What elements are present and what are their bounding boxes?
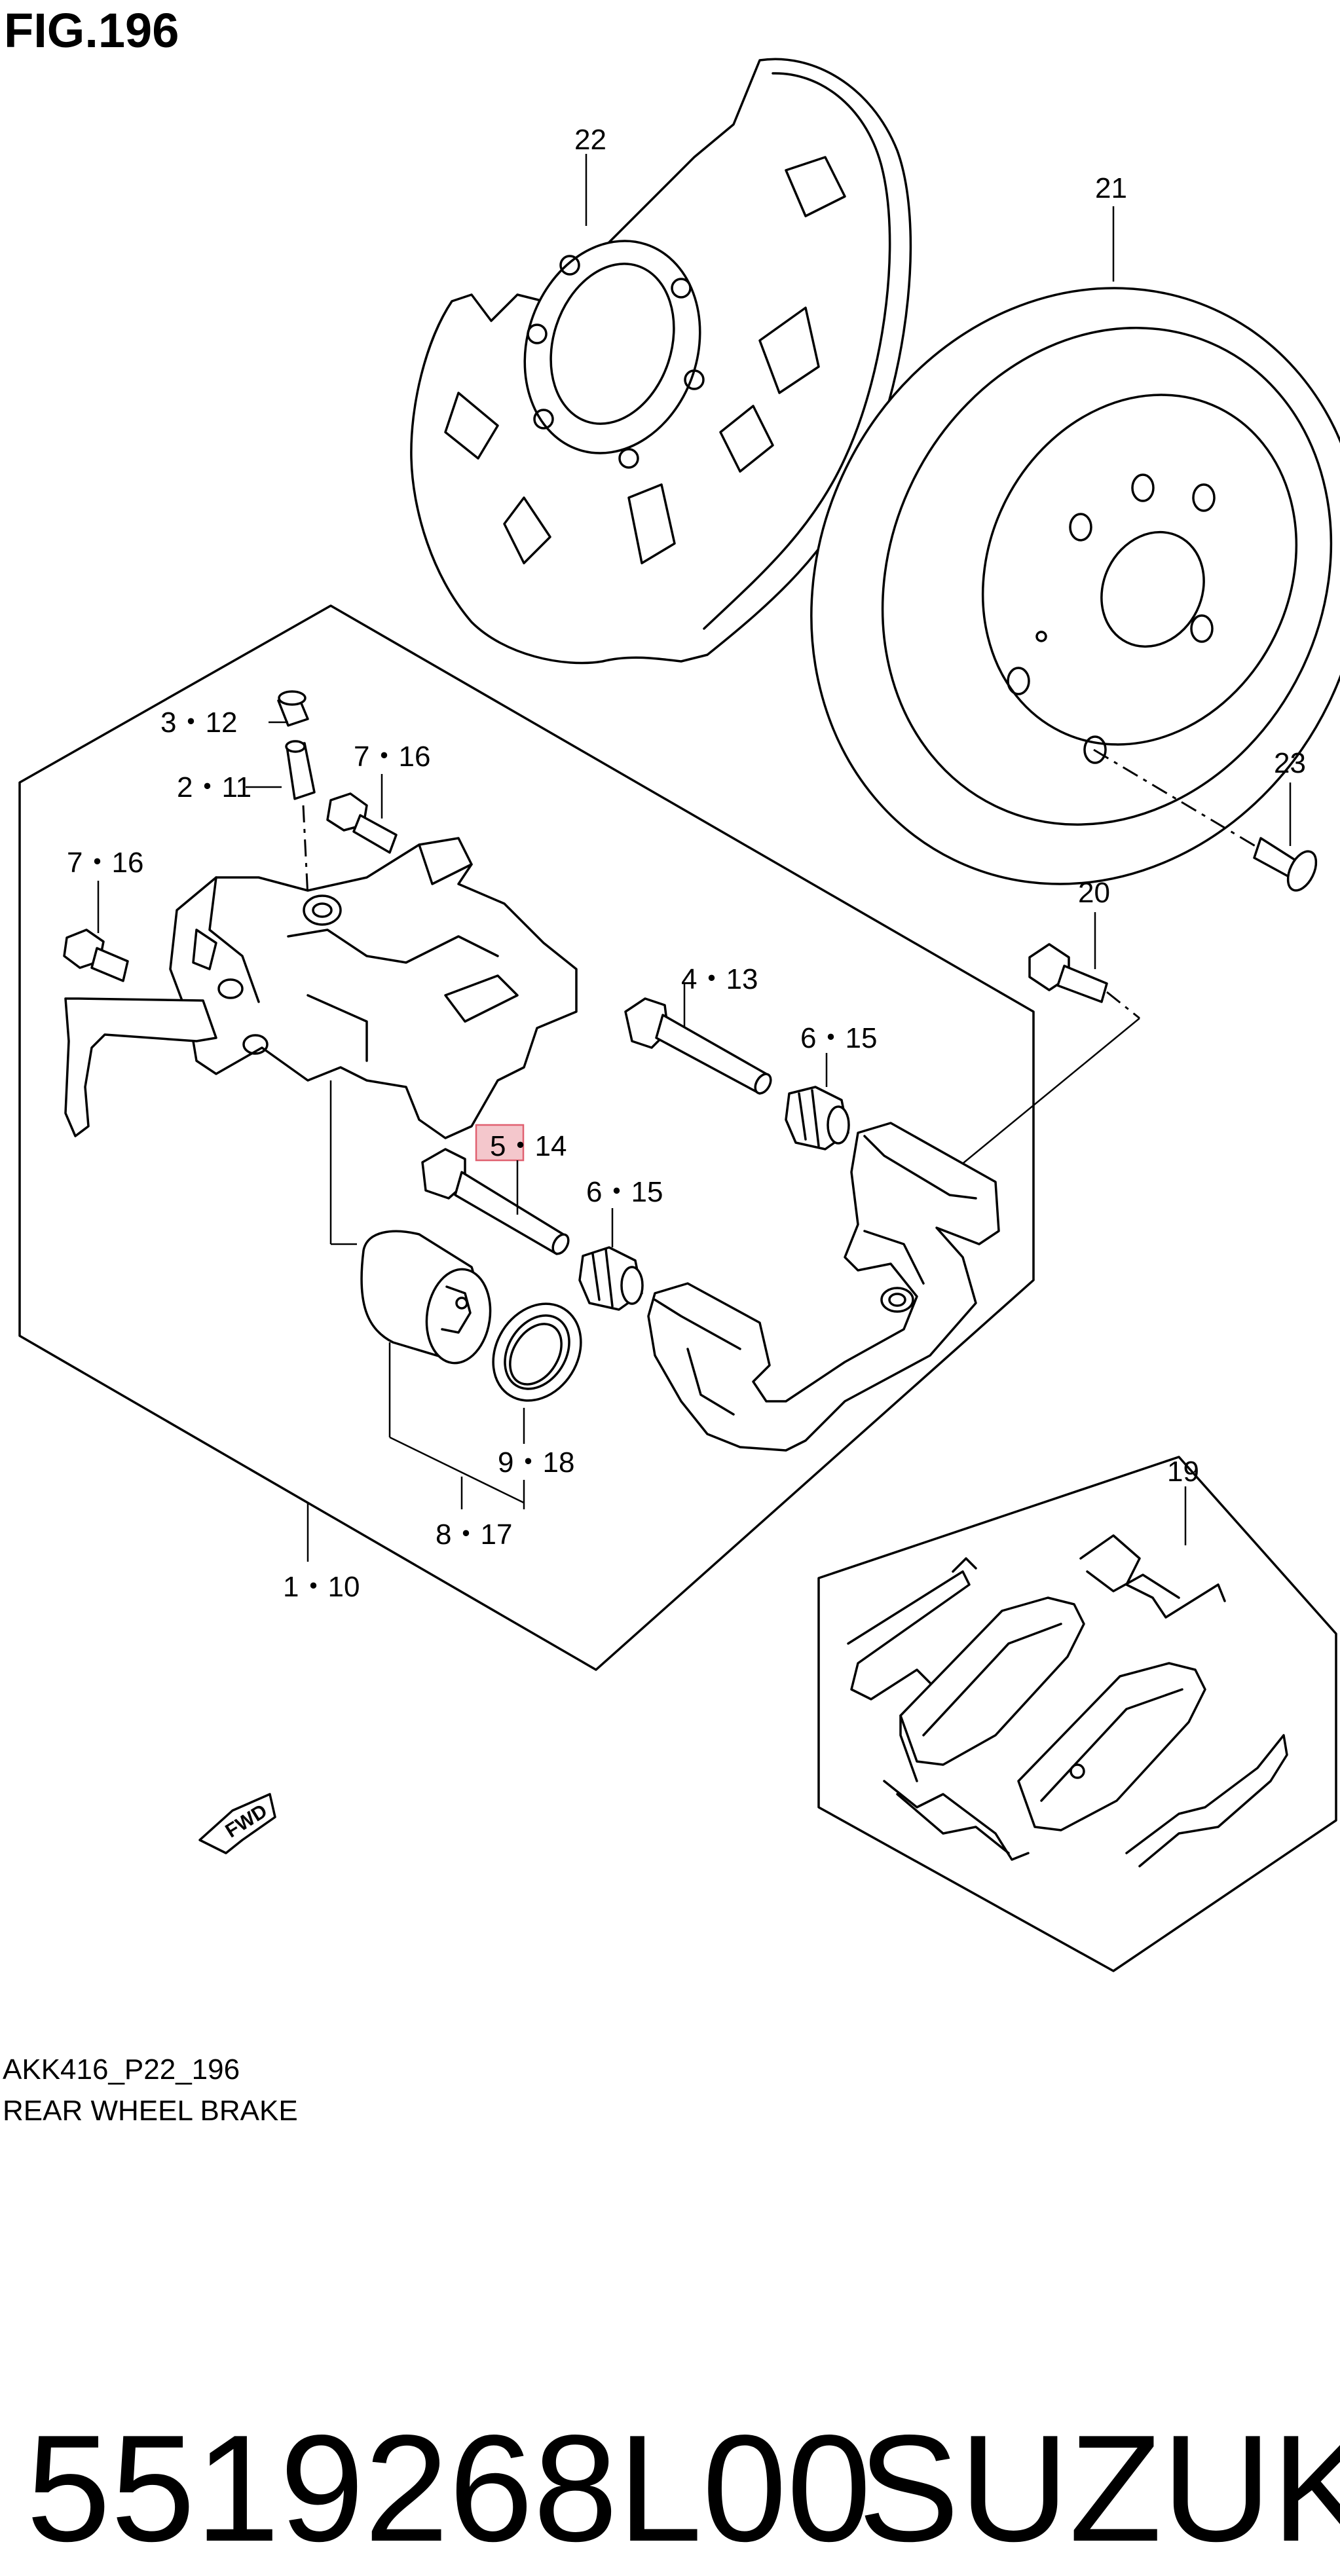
callout-8-17: 8・17 xyxy=(436,1518,512,1551)
bleeder-cap xyxy=(277,690,309,727)
figure-code: AKK416_P22_196 xyxy=(3,2053,240,2086)
part-number: 5519268L00 xyxy=(26,2404,871,2573)
callout-6-15-upper: 6・15 xyxy=(800,1022,877,1054)
guide-pin-upper xyxy=(624,997,772,1095)
brake-disc xyxy=(810,287,1340,885)
caliper-bolt-upper xyxy=(326,792,398,854)
disc-screw xyxy=(1253,837,1318,892)
callout-3-12: 3・12 xyxy=(160,707,237,739)
caliper-bracket xyxy=(647,1122,1000,1452)
caliper-body xyxy=(169,837,578,1139)
callout-6-15-lower: 6・15 xyxy=(586,1176,663,1208)
bleeder-screw xyxy=(285,740,316,800)
callout-23: 23 xyxy=(1274,747,1306,779)
highlight-box-5-14 xyxy=(475,1124,525,1162)
pad-kit-frame xyxy=(817,1456,1337,1972)
callout-7-16-upper: 7・16 xyxy=(354,741,430,773)
caliper-bolt-left xyxy=(63,929,129,982)
callout-20: 20 xyxy=(1078,877,1110,909)
callout-4-13: 4・13 xyxy=(681,963,758,995)
callout-5-14: 5・14 xyxy=(490,1130,567,1162)
callout-2-11: 2・11 xyxy=(177,771,251,803)
piston-seal xyxy=(492,1302,582,1402)
parking-lever xyxy=(64,997,217,1137)
fwd-arrow: FWD xyxy=(198,1793,276,1854)
callout-7-16-left: 7・16 xyxy=(67,847,143,879)
callout-9-18: 9・18 xyxy=(498,1446,574,1479)
callout-19: 19 xyxy=(1167,1456,1199,1488)
pin-boot-lower xyxy=(578,1246,644,1311)
pin-boot-upper xyxy=(785,1086,850,1150)
brake-pads xyxy=(847,1534,1288,1868)
callout-22: 22 xyxy=(574,124,606,156)
figure-caption: REAR WHEEL BRAKE xyxy=(3,2095,298,2127)
figure-title: FIG.196 xyxy=(4,3,179,58)
guide-pin-lower xyxy=(421,1148,570,1255)
caliper-piston xyxy=(360,1230,492,1365)
caliper-assembly-frame xyxy=(18,604,1035,1671)
dust-shield xyxy=(410,58,912,665)
bracket-bolt xyxy=(1028,943,1108,1003)
callout-21: 21 xyxy=(1095,172,1127,204)
callout-1-10: 1・10 xyxy=(283,1571,360,1603)
brand-name: SUZUKI xyxy=(858,2404,1340,2573)
